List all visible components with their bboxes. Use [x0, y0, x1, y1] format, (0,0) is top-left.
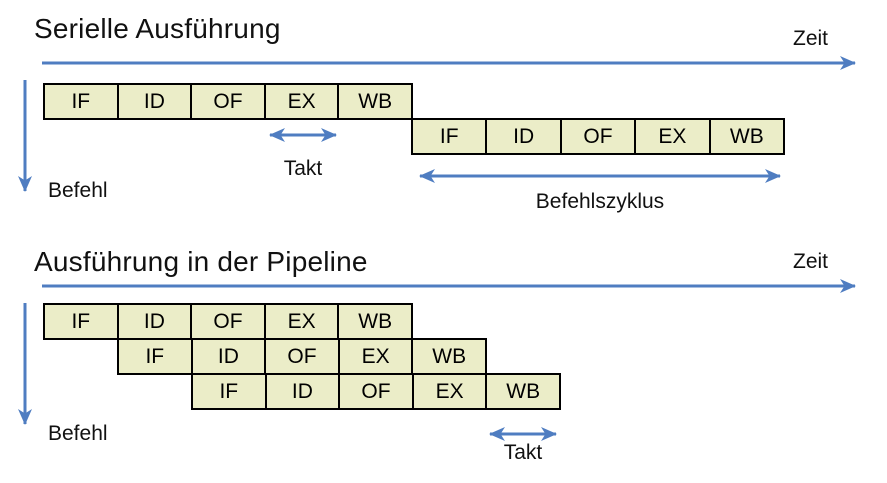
stage-cell: ID: [119, 85, 193, 118]
pipeline-instruction-row-1: IF ID OF EX WB: [43, 303, 413, 340]
stage-cell: OF: [340, 375, 414, 408]
serial-section-title: Serielle Ausführung: [34, 13, 281, 44]
stage-cell: ID: [193, 340, 267, 373]
pipeline-instruction-row-3: IF ID OF EX WB: [191, 373, 561, 410]
stage-cell: WB: [358, 89, 393, 113]
stage-cell: ID: [267, 375, 341, 408]
stage-cell: IF: [119, 340, 193, 373]
stage-cell: WB: [729, 124, 764, 148]
stage-cell: IF: [45, 85, 119, 118]
stage-cell: EX: [636, 120, 711, 153]
stage-cell: OF: [562, 120, 637, 153]
pipeline-instruction-axis-label: Befehl: [48, 422, 108, 445]
pipeline-clock-label: Takt: [503, 441, 543, 464]
stage-cell: OF: [192, 85, 266, 118]
serial-instruction-row-2: IF ID OF EX WB: [411, 118, 785, 155]
serial-time-axis-label: Zeit: [793, 27, 829, 50]
serial-instruction-axis-label: Befehl: [48, 179, 108, 202]
stage-cell: OF: [192, 305, 266, 338]
stage-cell: IF: [45, 305, 119, 338]
stage-cell: IF: [193, 375, 267, 408]
stage-cell: WB: [506, 379, 541, 403]
stage-cell: ID: [487, 120, 562, 153]
pipeline-section-title: Ausführung in der Pipeline: [34, 246, 368, 277]
serial-clock-label: Takt: [283, 157, 323, 180]
stage-cell: EX: [266, 305, 340, 338]
serial-cycle-label: Befehlszyklus: [535, 190, 665, 213]
stage-cell: WB: [358, 309, 393, 333]
stage-cell: EX: [340, 340, 414, 373]
pipeline-time-axis-label: Zeit: [793, 250, 829, 273]
stage-cell: EX: [266, 85, 340, 118]
serial-instruction-row-1: IF ID OF EX WB: [43, 83, 413, 120]
pipeline-instruction-row-2: IF ID OF EX WB: [117, 338, 487, 375]
stage-cell: ID: [119, 305, 193, 338]
stage-cell: EX: [414, 375, 488, 408]
stage-cell: OF: [266, 340, 340, 373]
stage-cell: WB: [432, 344, 467, 368]
stage-cell: IF: [413, 120, 488, 153]
